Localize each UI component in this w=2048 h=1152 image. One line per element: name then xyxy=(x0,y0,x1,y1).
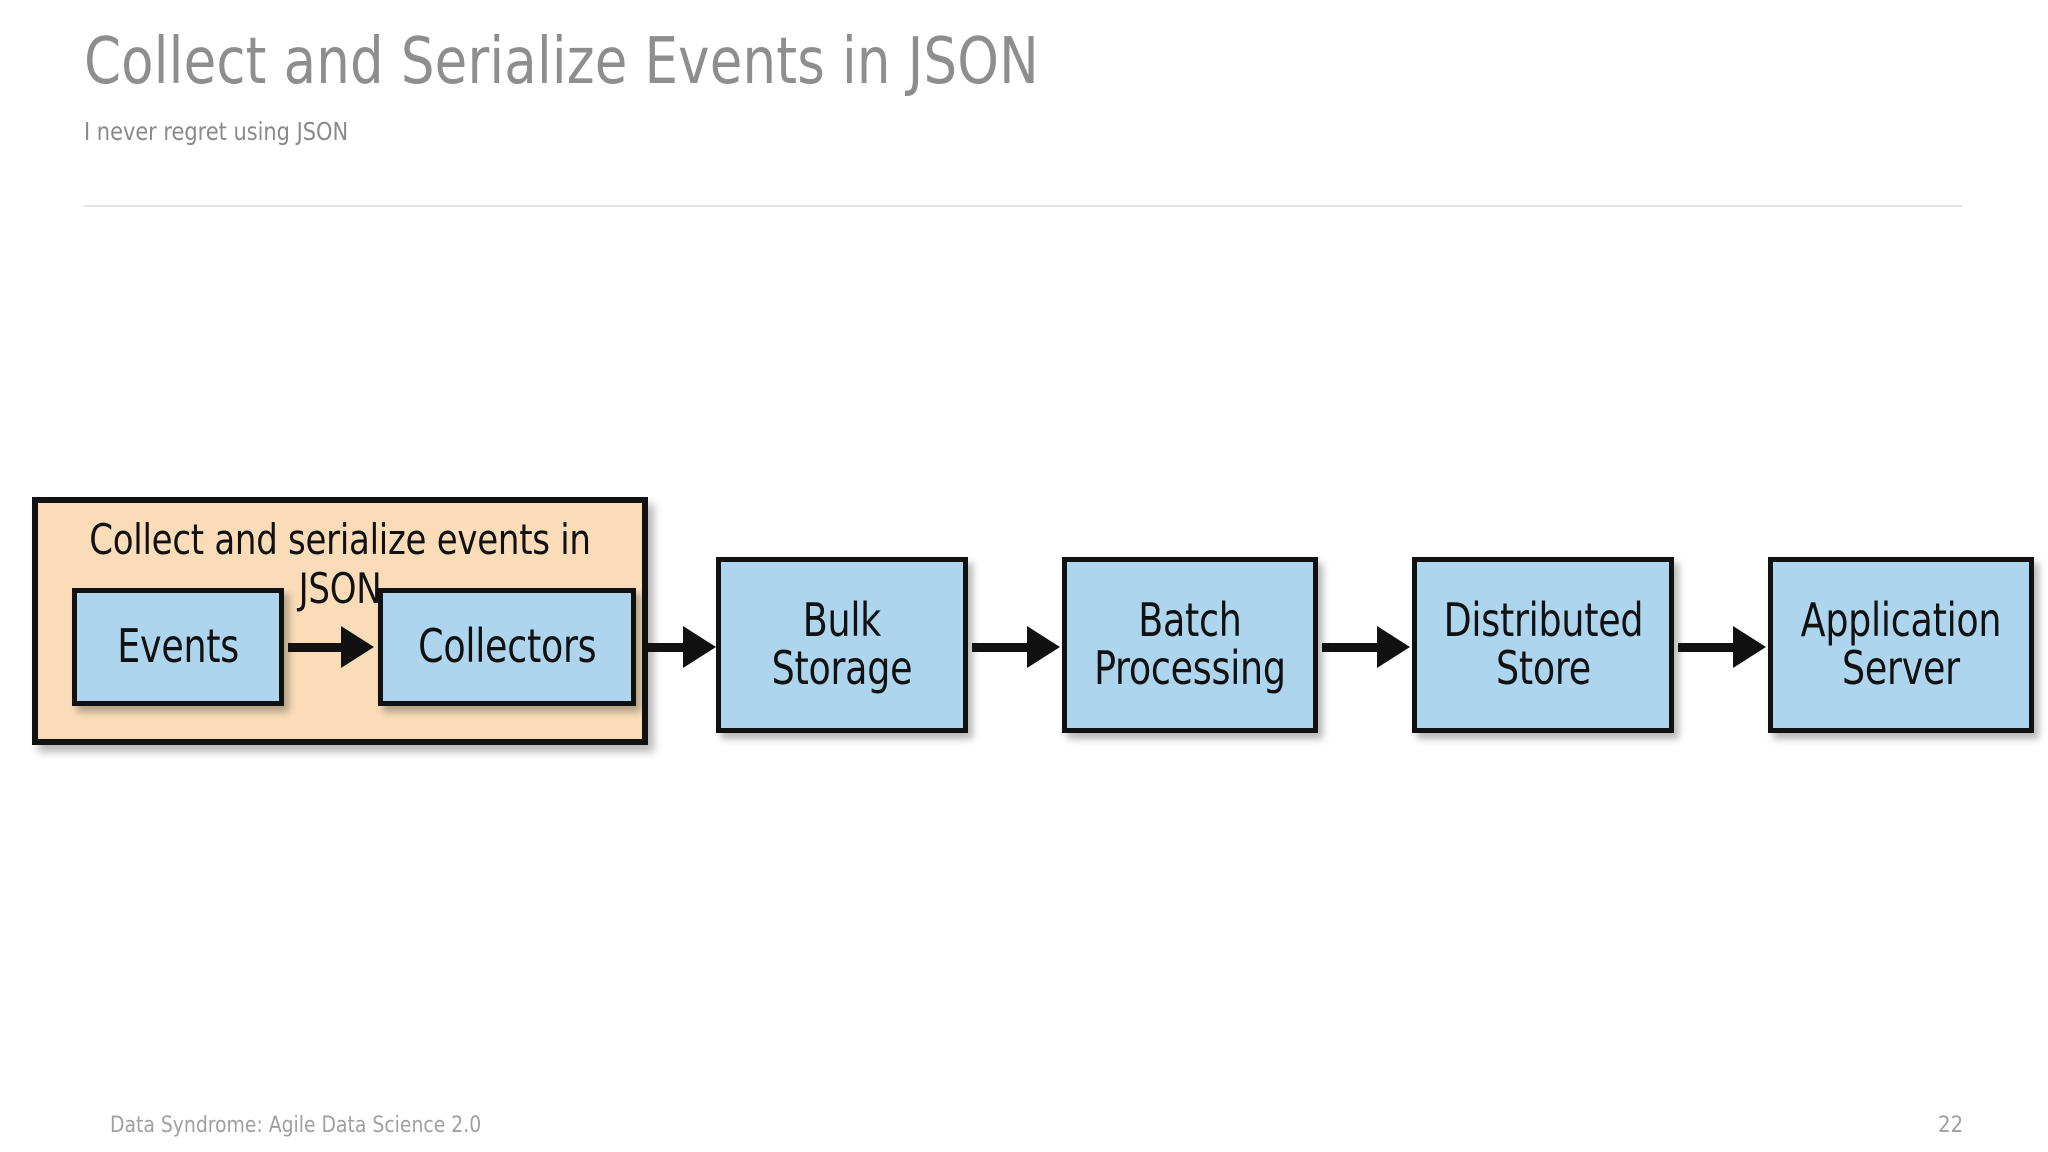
page-subtitle: I never regret using JSON xyxy=(84,117,349,147)
arrow-head xyxy=(1733,626,1766,668)
arrow-head xyxy=(1027,626,1060,668)
node-application-server[interactable]: Application Server xyxy=(1768,557,2034,733)
slide-header: Collect and Serialize Events in JSON I n… xyxy=(84,25,1962,147)
arrow-shaft xyxy=(972,642,1027,652)
node-distributed-store[interactable]: Distributed Store xyxy=(1412,557,1674,733)
node-application-server-label: Application Server xyxy=(1800,593,2002,695)
arrow-shaft xyxy=(1322,642,1377,652)
node-collectors[interactable]: Collectors xyxy=(378,588,636,706)
node-events[interactable]: Events xyxy=(72,588,284,706)
node-batch-processing[interactable]: Batch Processing xyxy=(1062,557,1318,733)
footer-attribution: Data Syndrome: Agile Data Science 2.0 xyxy=(110,1113,482,1138)
page-title: Collect and Serialize Events in JSON xyxy=(84,25,1039,99)
page-number: 22 xyxy=(1938,1113,1964,1138)
arrow-bulk-storage-to-batch-processing xyxy=(972,626,1060,668)
arrow-batch-processing-to-distributed-store xyxy=(1322,626,1410,668)
arrow-shaft xyxy=(644,642,683,652)
arrow-distributed-store-to-application-server xyxy=(1678,626,1766,668)
header-divider xyxy=(84,205,1962,207)
node-distributed-store-label: Distributed Store xyxy=(1443,593,1643,695)
arrow-events-to-collectors xyxy=(288,626,374,668)
arrow-shaft xyxy=(1678,642,1733,652)
arrow-head xyxy=(683,626,716,668)
arrow-shaft xyxy=(288,642,341,652)
node-batch-processing-label: Batch Processing xyxy=(1094,593,1286,695)
arrow-collectors-to-bulk-storage xyxy=(644,626,716,668)
node-bulk-storage[interactable]: Bulk Storage xyxy=(716,557,968,733)
node-events-label: Events xyxy=(117,619,239,674)
node-collectors-label: Collectors xyxy=(417,619,597,674)
arrow-head xyxy=(341,626,374,668)
arrow-head xyxy=(1377,626,1410,668)
group-box-label: Collect and serialize events in JSON xyxy=(89,515,591,613)
node-bulk-storage-label: Bulk Storage xyxy=(771,593,913,695)
